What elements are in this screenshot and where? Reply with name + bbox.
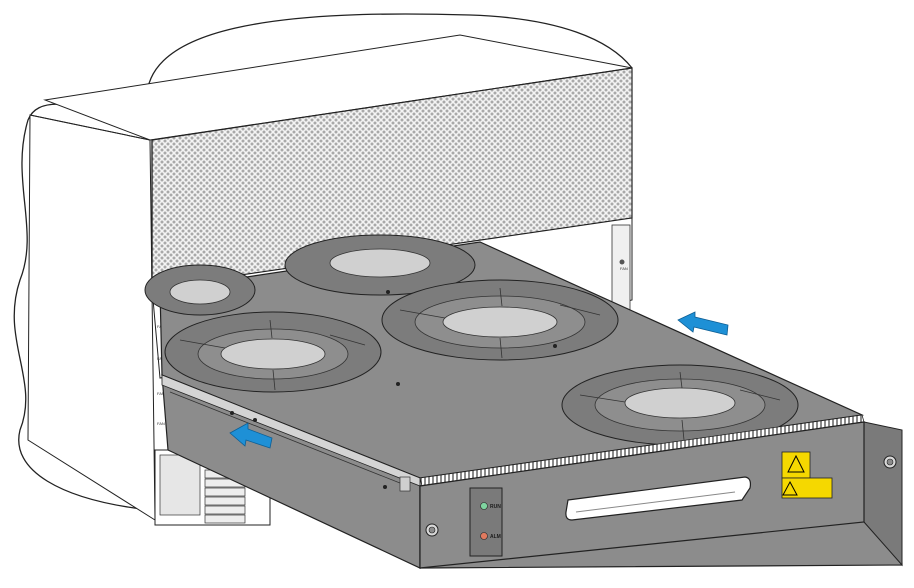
- insertion-arrow-icon-right: [677, 311, 729, 336]
- fan-5: [561, 364, 799, 446]
- fan-4: [381, 279, 619, 361]
- captive-screw-right-icon[interactable]: [883, 455, 897, 469]
- rail-screw-icon: [619, 259, 625, 265]
- slot-label-2: FAN: [157, 391, 165, 396]
- slot-label-4: FAN: [620, 266, 628, 271]
- led-panel: [469, 487, 503, 557]
- fan-2: [284, 234, 476, 296]
- run-led-label: RUN: [490, 504, 501, 510]
- captive-screw-left-icon[interactable]: [425, 523, 439, 537]
- slot-label-3: FAN: [157, 421, 165, 426]
- fan-tray-handle[interactable]: [565, 476, 752, 521]
- alm-led-icon: [480, 532, 488, 540]
- fan-1: [144, 264, 256, 316]
- run-led-icon: [480, 502, 488, 510]
- warning-triangle-icon-2: [782, 480, 798, 496]
- fan-3: [164, 311, 382, 393]
- insertion-arrow-icon-left: [229, 422, 273, 449]
- alm-led-label: ALM: [490, 534, 501, 540]
- slot-label-1: FAN: [157, 356, 165, 361]
- chassis-lower-panel: [159, 454, 201, 516]
- warning-label: [781, 451, 833, 499]
- chassis-outline: [13, 13, 633, 511]
- warning-triangle-icon: [787, 454, 805, 473]
- chassis-left-side: [27, 114, 156, 521]
